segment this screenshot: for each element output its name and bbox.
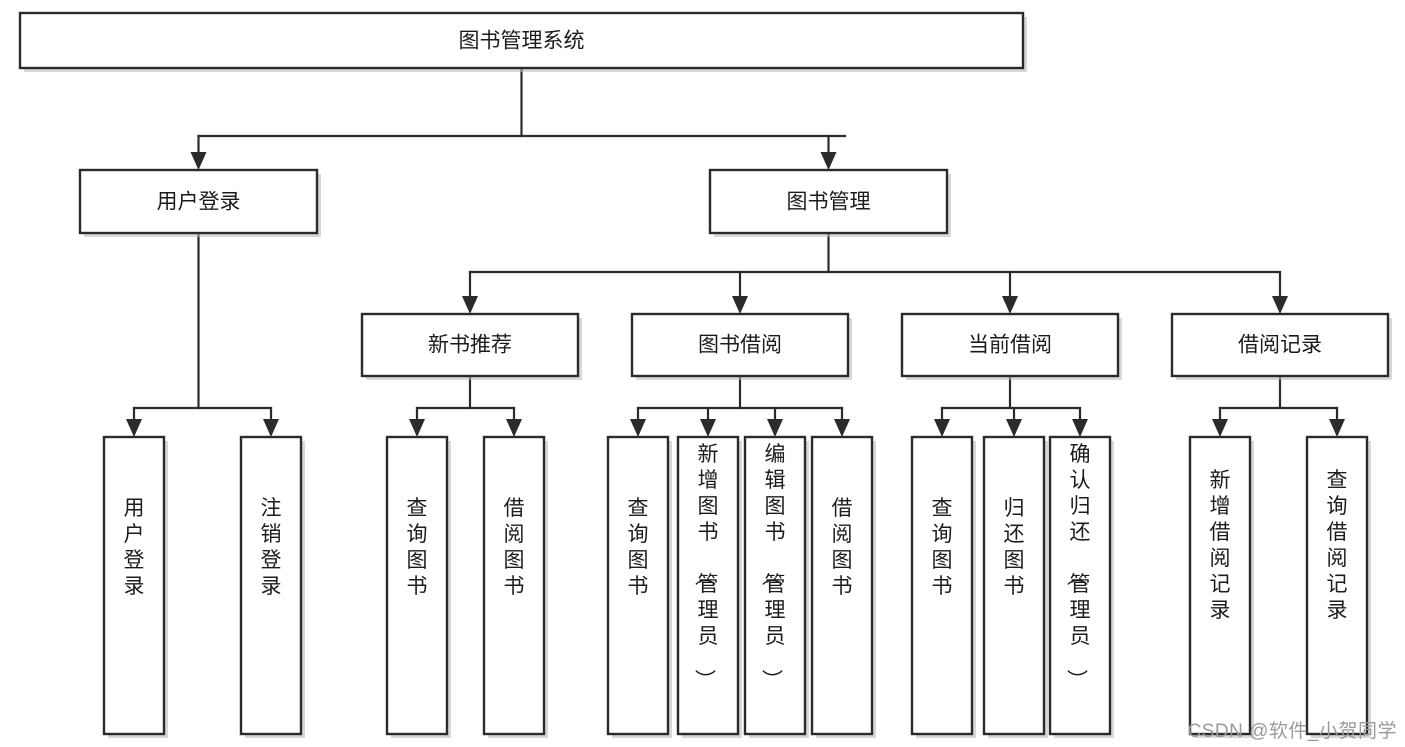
node-box (18, 11, 1025, 70)
node-borrow-record[interactable]: 借阅记录 (1170, 312, 1392, 380)
connector-currentborrow-to-leaves (934, 374, 1088, 437)
node-box (102, 435, 166, 736)
node-box (630, 312, 850, 378)
node-box (78, 168, 319, 235)
node-user-login[interactable]: 用户登录 (78, 168, 321, 237)
node-book-manage[interactable]: 图书管理 (708, 168, 951, 237)
node-root[interactable]: 图书管理系统 (18, 11, 1027, 72)
node-label-leaf-add-record: 新增借阅记录 (1210, 469, 1231, 622)
node-label-book-borrow: 图书借阅 (698, 334, 782, 357)
node-current-borrow[interactable]: 当前借阅 (900, 312, 1122, 380)
node-label-current-borrow: 当前借阅 (968, 334, 1052, 357)
node-label-leaf-query-book-2: 查询图书 (628, 497, 649, 598)
connector-userlogin-to-leaves (126, 231, 279, 437)
connector-layer (126, 66, 1345, 437)
connector-newbookrec-to-leaves (409, 374, 522, 437)
node-box (1188, 435, 1252, 736)
connector-borrowrecord-to-leaves (1212, 374, 1345, 437)
node-leaf-query-book-1[interactable]: 查询图书 (385, 435, 451, 738)
node-label-borrow-record: 借阅记录 (1238, 334, 1322, 357)
node-label-leaf-logout: 注销登录 (261, 497, 282, 598)
node-leaf-user-login[interactable]: 用户登录 (102, 435, 168, 738)
node-leaf-add-record[interactable]: 新增借阅记录 (1188, 435, 1254, 738)
connector-bookmanage-to-level3 (462, 231, 1288, 314)
node-leaf-add-book[interactable]: 新增图书（管理员） (676, 435, 742, 738)
node-label-leaf-return-book: 归还图书 (1004, 497, 1025, 598)
node-label-root: 图书管理系统 (459, 30, 585, 53)
node-box (1170, 312, 1390, 378)
node-label-leaf-query-book-1: 查询图书 (407, 497, 428, 598)
connector-root-to-level2 (190, 66, 847, 170)
node-box (482, 435, 546, 736)
node-leaf-confirm-return[interactable]: 确认归还（管理员） (1048, 435, 1114, 738)
node-box (910, 435, 974, 736)
node-leaf-borrow-book-1[interactable]: 借阅图书 (482, 435, 548, 738)
node-leaf-return-book[interactable]: 归还图书 (982, 435, 1048, 738)
csdn-watermark: CSDN @软件_小贺同学 (1187, 721, 1397, 742)
node-label-book-manage: 图书管理 (787, 191, 871, 214)
node-box (360, 312, 580, 378)
leaf-node-group: 用户登录 注销登录 查询图书 借阅图书 查询图书 (102, 435, 1371, 738)
node-new-book-rec[interactable]: 新书推荐 (360, 312, 582, 380)
node-label-leaf-borrow-book-2: 借阅图书 (832, 497, 853, 598)
node-box (239, 435, 303, 736)
node-box (982, 435, 1046, 736)
node-box (900, 312, 1120, 378)
node-label-leaf-user-login: 用户登录 (124, 497, 145, 598)
node-leaf-borrow-book-2[interactable]: 借阅图书 (810, 435, 876, 738)
node-leaf-query-book-3[interactable]: 查询图书 (910, 435, 976, 738)
node-label-leaf-query-book-3: 查询图书 (932, 497, 953, 598)
node-label-leaf-add-book: 新增图书（管理员） (693, 443, 719, 690)
node-leaf-query-book-2[interactable]: 查询图书 (606, 435, 672, 738)
node-label-leaf-edit-book: 编辑图书（管理员） (760, 443, 786, 690)
node-box (1305, 435, 1369, 736)
node-box (676, 435, 740, 736)
connector-bookborrow-to-leaves (630, 374, 850, 437)
node-label-leaf-borrow-book-1: 借阅图书 (504, 497, 525, 598)
node-label-leaf-query-record: 查询借阅记录 (1327, 469, 1348, 622)
node-box (385, 435, 449, 736)
node-book-borrow[interactable]: 图书借阅 (630, 312, 852, 380)
node-box (743, 435, 807, 736)
node-label-new-book-rec: 新书推荐 (428, 334, 512, 357)
node-leaf-logout[interactable]: 注销登录 (239, 435, 305, 738)
node-box (708, 168, 949, 235)
node-label-leaf-confirm-return: 确认归还（管理员） (1065, 443, 1091, 690)
node-leaf-edit-book[interactable]: 编辑图书（管理员） (743, 435, 809, 738)
node-box (1048, 435, 1112, 736)
node-leaf-query-record[interactable]: 查询借阅记录 (1305, 435, 1371, 738)
node-box (606, 435, 670, 736)
node-box (810, 435, 874, 736)
node-label-user-login: 用户登录 (157, 191, 241, 214)
